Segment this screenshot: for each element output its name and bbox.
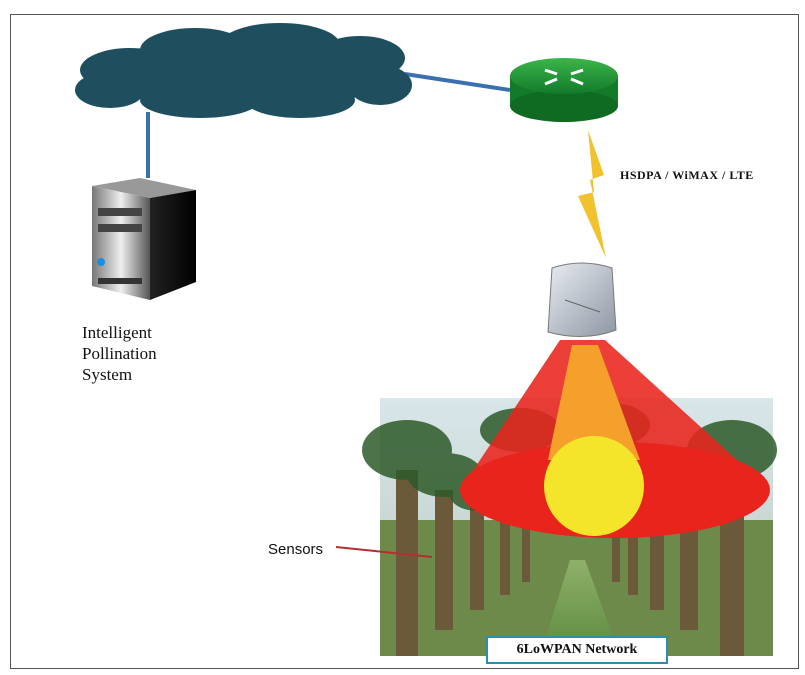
server-label-line: Intelligent [82,323,152,342]
server-icon [92,178,196,300]
link-technology-label: HSDPA / WiMAX / LTE [620,168,754,182]
router-icon [510,58,618,122]
sensors-label: Sensors [268,541,324,558]
diagram-frame [10,14,799,669]
network-label: 6LoWPAN Network [516,642,638,657]
sensors-arrow [335,546,433,558]
server-label-line: System [82,365,133,384]
lightning-icon [578,130,606,258]
server-label-line: Pollination [82,344,157,363]
cloud-icon [75,23,412,118]
server-label: Intelligent Pollination System [82,322,157,385]
base-station-icon [547,262,617,338]
network-label-box: 6LoWPAN Network [486,636,668,664]
cloud-router-link [404,72,511,92]
coverage-beam [460,340,770,538]
